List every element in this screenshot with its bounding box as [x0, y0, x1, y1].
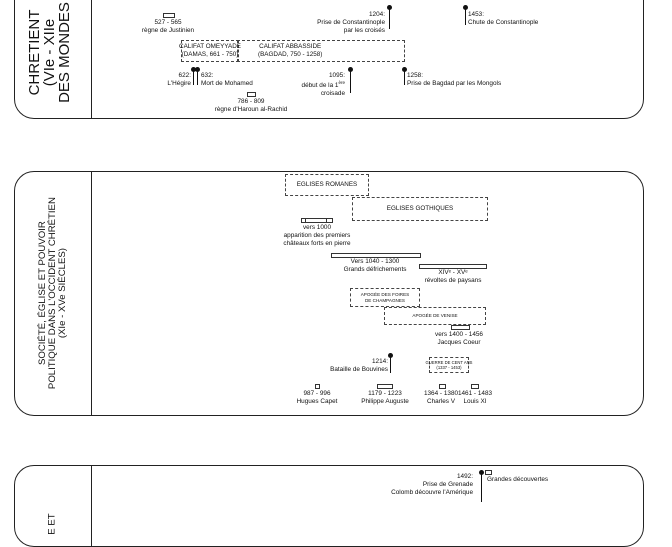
title-line: (VIe - XIIe [40, 18, 58, 87]
period-bar-louis [471, 384, 479, 389]
event-label-1095: 1095: début de la 1ère croisade [301, 72, 345, 98]
period-bar-revoltes [419, 264, 487, 269]
panel-title: CHRETIENT (VIe - XIIe DES MONDES [11, 0, 87, 118]
event-dot-1453 [463, 5, 468, 10]
event-label-charles: 1364 - 1380 Charles V [423, 390, 459, 405]
event-dot-632 [195, 67, 200, 72]
panel-title: SOCIÉTÉ, ÉGLISE ET POUVOIR POLITIQUE DAN… [15, 172, 91, 415]
event-dot-1095 [348, 67, 353, 72]
period-bar-chateaux [305, 218, 327, 223]
event-dot-1492 [479, 470, 484, 475]
event-label-632: 632: Mort de Mohamed [201, 72, 253, 87]
period-bar-chateaux-c [326, 218, 333, 223]
event-label-revoltes: XIVᵉ - XVᵉ révoltes de paysans [424, 269, 482, 284]
period-box-venise: APOGÉE DE VENISE [384, 307, 486, 325]
period-box-gothiques: EGLISES GOTHIQUES [352, 197, 488, 221]
panel-title: E ET [15, 466, 91, 546]
event-dot-1204 [387, 5, 392, 10]
title-line: E ET [46, 513, 58, 535]
event-label-auguste: 1179 - 1223 Philippe Auguste [361, 390, 409, 405]
event-dot-1258 [402, 67, 407, 72]
period-bar-haroun [247, 92, 256, 97]
period-bar-charles [439, 384, 446, 389]
event-label-1453: 1453: Chute de Constantinople [468, 11, 539, 26]
period-box-romanes: EGLISES ROMANES [285, 174, 369, 196]
period-bar-coeur [451, 325, 470, 330]
title-line: (XIe - XVe SIÈCLES) [57, 248, 69, 339]
panel-divider [91, 0, 92, 118]
event-pin-1214 [390, 355, 391, 373]
event-pin-1453 [465, 7, 466, 25]
event-label-1214: 1214: Bataille de Bouvines [330, 358, 388, 373]
period-bar-capet [315, 384, 320, 389]
period-bar-chateaux-b [301, 218, 306, 223]
title-line: CHRETIENT [25, 9, 43, 96]
period-bar-justinien [163, 13, 175, 18]
event-pin-1258 [404, 69, 405, 85]
event-label-haroun: 786 - 809 règne d'Haroun al-Rachid [214, 98, 288, 113]
event-label-capet: 987 - 996 Hugues Capet [296, 390, 338, 405]
event-label-decouvertes: Grandes découvertes [487, 476, 549, 483]
event-label-louis: 1461 - 1483 Louis XI [457, 390, 493, 405]
panel-divider [91, 172, 92, 415]
period-box-abbasside: CALIFAT ABBASSIDE(BAGDAD, 750 - 1258) [237, 40, 405, 62]
event-dot-1214 [388, 353, 393, 358]
event-label-coeur: vers 1400 - 1456 Jacques Coeur [435, 331, 483, 346]
period-bar-decouvertes [485, 470, 492, 475]
event-label-defrichements: Vers 1040 - 1300 Grands défrichements [343, 258, 407, 273]
period-bar-auguste [377, 384, 393, 389]
panel-renaissance: E ET 1492: Prise de Grenade Colomb décou… [14, 465, 644, 547]
event-pin-1204 [389, 7, 390, 29]
event-pin-622 [193, 69, 194, 85]
event-label-1492: 1492: Prise de Grenade Colomb découvre l… [391, 473, 473, 496]
event-label-justinien: 527 - 565 règne de Justinien [141, 19, 195, 34]
panel-chretientes: CHRETIENT (VIe - XIIe DES MONDES 527 - 5… [14, 0, 644, 119]
title-line: DES MONDES [55, 2, 73, 103]
event-pin-1095 [350, 69, 351, 93]
event-label-1258: 1258: Prise de Bagdad par les Mongols [407, 72, 502, 87]
panel-occident: SOCIÉTÉ, ÉGLISE ET POUVOIR POLITIQUE DAN… [14, 171, 644, 416]
event-pin-1492 [481, 472, 482, 502]
event-label-chateaux: vers 1000 apparition des premiers châtea… [283, 224, 351, 247]
period-bar-defrichements [331, 253, 421, 258]
event-dot-622 [191, 67, 196, 72]
period-box-omeyyade: CALIFAT OMEYYADE(DAMAS, 661 - 750) [179, 40, 241, 62]
event-label-1204: 1204: Prise de Constantinople par les cr… [317, 11, 385, 34]
event-label-622: 622: L'Hégire [167, 72, 191, 87]
panel-divider [91, 466, 92, 546]
period-box-cent-ans: GUERRE DE CENT ANS(1337 - 1453) [426, 357, 472, 373]
event-pin-632 [197, 69, 198, 85]
